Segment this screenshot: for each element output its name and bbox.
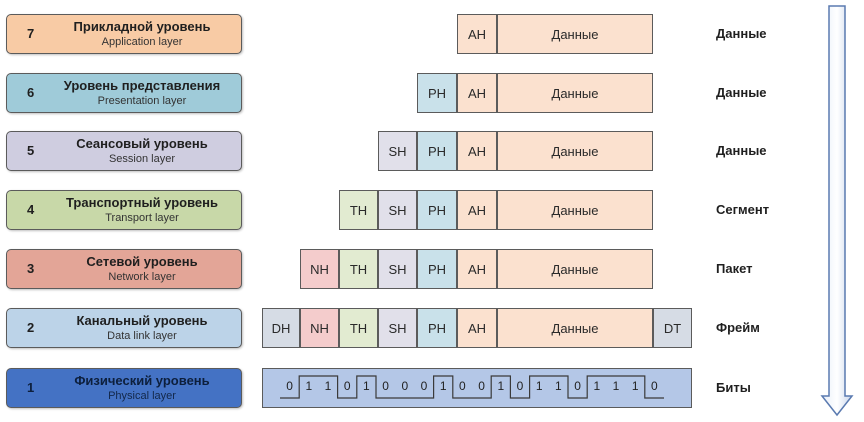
header-cell-ph: PH bbox=[417, 131, 457, 171]
header-cell-ah: AH bbox=[457, 73, 497, 113]
bit-digit: 0 bbox=[459, 379, 466, 393]
bit-digit: 0 bbox=[651, 379, 658, 393]
bit-digit: 0 bbox=[343, 379, 351, 393]
layer-subtitle: Presentation layer bbox=[97, 95, 187, 107]
header-cell-nh: NH bbox=[300, 249, 339, 289]
header-cell-data: Данные bbox=[497, 190, 653, 230]
bit-digit: 0 bbox=[420, 379, 428, 393]
bit-digit: 1 bbox=[593, 379, 601, 393]
header-cell-data: Данные bbox=[497, 308, 653, 348]
bit-digit: 1 bbox=[305, 379, 313, 393]
bit-digit: 1 bbox=[363, 379, 370, 393]
bit-digit: 0 bbox=[286, 379, 293, 393]
pdu-label-2: Фрейм bbox=[716, 320, 760, 335]
header-cell-sh: SH bbox=[378, 131, 417, 171]
down-arrow-icon bbox=[820, 5, 854, 417]
bit-digit: 1 bbox=[324, 379, 332, 393]
layer-title: Сетевой уровень bbox=[86, 254, 198, 269]
layer-title: Прикладной уровень bbox=[73, 19, 211, 34]
layer-title: Сеансовый уровень bbox=[76, 136, 208, 151]
header-cell-th: TH bbox=[339, 190, 378, 230]
layer-subtitle: Session layer bbox=[108, 153, 176, 165]
pdu-label-3: Пакет bbox=[716, 261, 753, 276]
header-cell-ph: PH bbox=[417, 249, 457, 289]
bit-digit: 0 bbox=[574, 379, 581, 393]
layer-number: 5 bbox=[27, 143, 35, 158]
layer-subtitle: Data link layer bbox=[107, 330, 177, 342]
header-cell-data: Данные bbox=[497, 14, 653, 54]
bit-digit: 0 bbox=[382, 379, 389, 393]
header-cell-data: Данные bbox=[497, 131, 653, 171]
header-cell-ah: AH bbox=[457, 308, 497, 348]
bit-digit: 1 bbox=[612, 379, 620, 393]
layer-number: 3 bbox=[27, 261, 35, 276]
header-cell-th: TH bbox=[339, 249, 378, 289]
pdu-label-1: Биты bbox=[716, 380, 751, 395]
header-cell-sh: SH bbox=[378, 190, 417, 230]
bit-digit: 1 bbox=[535, 379, 543, 393]
pdu-label-6: Данные bbox=[716, 85, 767, 100]
layer-title: Транспортный уровень bbox=[65, 195, 219, 210]
bit-digit: 1 bbox=[497, 379, 505, 393]
layer-number: 7 bbox=[27, 26, 35, 41]
bit-digit: 1 bbox=[631, 379, 639, 393]
header-cell-dt: DT bbox=[653, 308, 692, 348]
header-cell-data: Данные bbox=[497, 73, 653, 113]
header-cell-ah: AH bbox=[457, 131, 497, 171]
signal-waveform bbox=[280, 375, 664, 399]
layer-title: Уровень представления bbox=[63, 78, 221, 93]
layer-subtitle: Network layer bbox=[108, 271, 176, 283]
bit-digit: 1 bbox=[555, 379, 562, 393]
header-cell-nh: NH bbox=[300, 308, 339, 348]
bit-stream-box bbox=[262, 368, 692, 408]
header-cell-sh: SH bbox=[378, 249, 417, 289]
header-cell-ph: PH bbox=[417, 308, 457, 348]
bit-digit: 0 bbox=[478, 379, 485, 393]
bit-digit: 0 bbox=[516, 379, 524, 393]
header-cell-ah: AH bbox=[457, 14, 497, 54]
layer-title: Канальный уровень bbox=[76, 313, 208, 328]
header-cell-ah: AH bbox=[457, 249, 497, 289]
header-cell-ph: PH bbox=[417, 190, 457, 230]
pdu-label-4: Сегмент bbox=[716, 202, 770, 217]
header-cell-ah: AH bbox=[457, 190, 497, 230]
layer-number: 1 bbox=[27, 380, 35, 395]
bit-digit: 0 bbox=[401, 379, 409, 393]
header-cell-ph: PH bbox=[417, 73, 457, 113]
layer-subtitle: Transport layer bbox=[105, 212, 179, 224]
header-cell-sh: SH bbox=[378, 308, 417, 348]
pdu-label-7: Данные bbox=[716, 26, 767, 41]
layer-number: 6 bbox=[27, 85, 35, 100]
layer-number: 4 bbox=[27, 202, 35, 217]
bit-digit: 1 bbox=[439, 379, 447, 393]
layer-subtitle: Physical layer bbox=[108, 390, 176, 402]
layer-title: Физический уровень bbox=[74, 373, 210, 388]
layer-number: 2 bbox=[27, 320, 35, 335]
header-cell-th: TH bbox=[339, 308, 378, 348]
layer-subtitle: Application layer bbox=[101, 36, 183, 48]
header-cell-data: Данные bbox=[497, 249, 653, 289]
pdu-label-5: Данные bbox=[716, 143, 767, 158]
header-cell-dh: DH bbox=[262, 308, 300, 348]
